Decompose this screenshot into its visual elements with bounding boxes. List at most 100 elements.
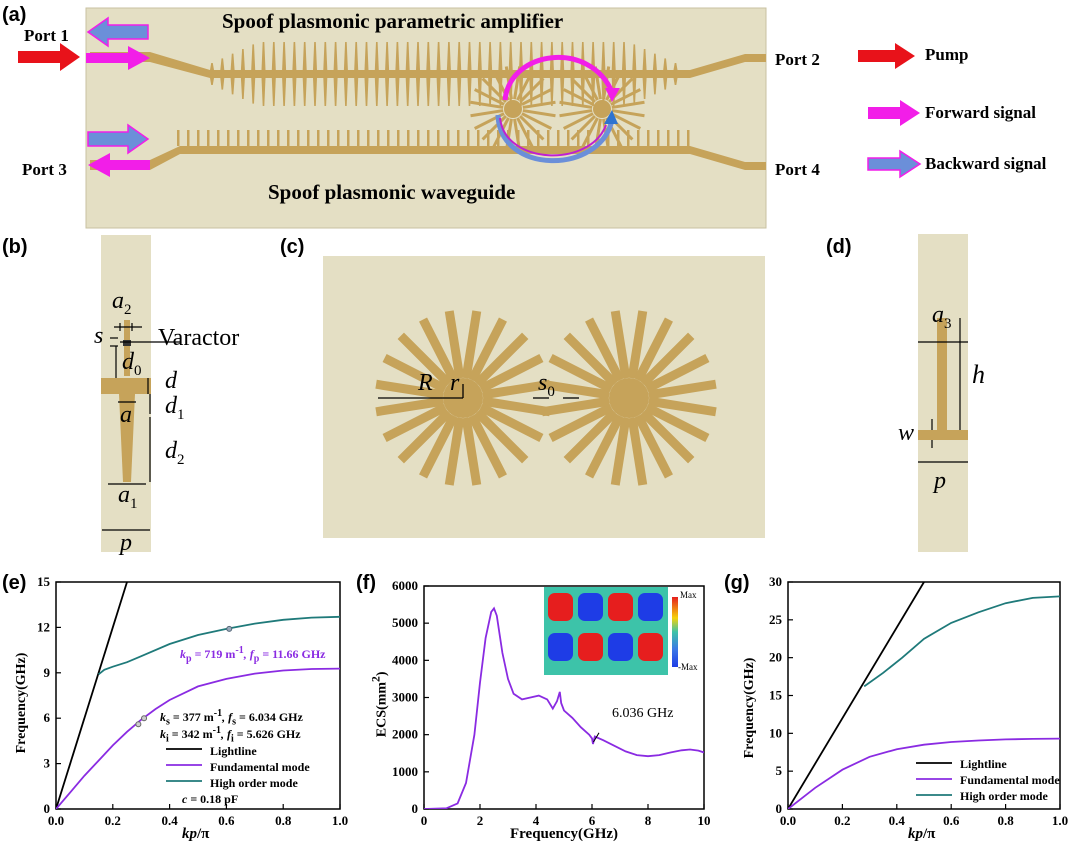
resonator-spoke (521, 112, 552, 130)
amp-finger-down (385, 78, 390, 106)
wg-finger (347, 130, 350, 146)
x-tick-label: 8 (645, 813, 652, 828)
resonator-spoke (548, 403, 614, 442)
chart-e-ylabel: Frequency(GHz) (14, 652, 29, 754)
panel-b-label: (b) (2, 236, 28, 258)
resonator-spoke (610, 310, 631, 379)
amp-finger-down (282, 78, 287, 106)
amp-finger-down (302, 78, 307, 106)
resonator-spoke (397, 332, 453, 388)
dim-d0-sub: 0 (134, 362, 142, 379)
wg-finger (217, 130, 220, 146)
resonator-substrate (323, 256, 765, 538)
chart-g-xlabel-kp: kp (908, 826, 923, 842)
y-tick-label: 0 (412, 801, 419, 816)
series-line (98, 615, 340, 676)
field-lobe (548, 593, 573, 621)
amp-finger-down (343, 78, 348, 106)
wg-finger (637, 130, 640, 146)
dim-d: d (165, 368, 177, 394)
resonator-spoke (481, 115, 507, 141)
wg-finger (487, 130, 490, 146)
annot-p-k: k (180, 647, 186, 661)
panel-c-label: (c) (280, 236, 305, 258)
amp-finger-up (488, 42, 493, 70)
annot-s-fsub: s (232, 716, 236, 728)
chart-f-ylabel: ECS(mm2) (370, 644, 391, 764)
amp-finger-up (261, 42, 266, 70)
resonator-spoke (382, 354, 448, 393)
amp-finger-down (354, 78, 359, 106)
wg-finger (457, 130, 460, 146)
resonator-spoke (581, 70, 599, 101)
annot-s-k: k (160, 710, 166, 724)
backward-arrow-port3 (87, 123, 150, 155)
resonator-spoke (473, 332, 529, 388)
dim-r: r (450, 370, 460, 396)
wg-finger (237, 130, 240, 146)
backward-arrow-port1 (86, 16, 149, 48)
amp-finger-up (405, 42, 410, 70)
amp-finger-down (560, 78, 565, 106)
resonator-spoke (627, 310, 648, 379)
y-tick-label: 5000 (392, 615, 418, 630)
resonator-spoke (504, 118, 513, 152)
pink-arrow-head (605, 88, 620, 102)
amp-finger-up (333, 42, 338, 70)
amp-finger-up (477, 42, 482, 70)
circulation-arrow-pink-2 (499, 117, 607, 157)
amp-finger-down (230, 78, 235, 95)
amp-finger-up (467, 42, 472, 70)
x-tick-label: 0.2 (834, 813, 850, 828)
legend-pump-text: Pump (925, 45, 969, 64)
amp-finger-down (549, 78, 554, 106)
chart-g-xlabel: kp/π (908, 826, 935, 843)
x-tick-label: 0.6 (218, 813, 235, 828)
y-tick-label: 6000 (392, 578, 418, 593)
resonator-spoke (522, 109, 556, 118)
y-tick-label: 1000 (392, 764, 418, 779)
wg-finger (187, 130, 190, 146)
circulation-arrow-blue (495, 114, 615, 164)
chart-f-xlabel: Frequency(GHz) (510, 826, 619, 842)
wg-finger (287, 130, 290, 146)
resonator-spoke (559, 109, 593, 118)
resonator-spoke (541, 396, 610, 417)
x-tick-label: 0.6 (943, 813, 960, 828)
legend-forward-text: Forward signal (925, 103, 1036, 122)
dim-s0-s: s (538, 370, 548, 396)
wg-finger (687, 130, 690, 146)
wg-finger (427, 130, 430, 146)
y-tick-label: 12 (37, 619, 50, 634)
taper-stub (119, 394, 135, 482)
port-1-label: Port 1 (24, 26, 69, 45)
dim-d2-d: d (165, 438, 177, 464)
amp-finger-up (519, 42, 523, 70)
resonator-spoke (519, 77, 545, 103)
wg-finger (277, 130, 280, 146)
legend-forward-arrow (868, 100, 920, 126)
resonator-spoke (516, 70, 534, 101)
wg-finger (387, 130, 390, 146)
port-4-label: Port 4 (775, 160, 820, 179)
panel-a-figure (18, 7, 922, 229)
panel-d-figure (918, 234, 968, 552)
colorbar-max: Max (680, 590, 697, 600)
field-lobe (578, 593, 603, 621)
annot-s-val: = 377 m (172, 710, 214, 724)
chart-e-xlabel-div: /π (197, 826, 210, 842)
resonator-spoke (644, 354, 710, 393)
amp-finger-down (261, 78, 266, 106)
resonator-spoke (482, 396, 551, 417)
amp-finger-down (632, 78, 637, 104)
amp-finger-up (230, 53, 235, 70)
pump-arrow-port1 (18, 43, 80, 71)
panel-a-board (85, 7, 767, 229)
resonator-c-right (541, 310, 717, 486)
wg-finger (477, 130, 480, 146)
wg-finger (397, 130, 400, 146)
marker-ki (135, 721, 142, 728)
annot-i-k: k (160, 727, 166, 741)
wg-finger (307, 130, 310, 146)
